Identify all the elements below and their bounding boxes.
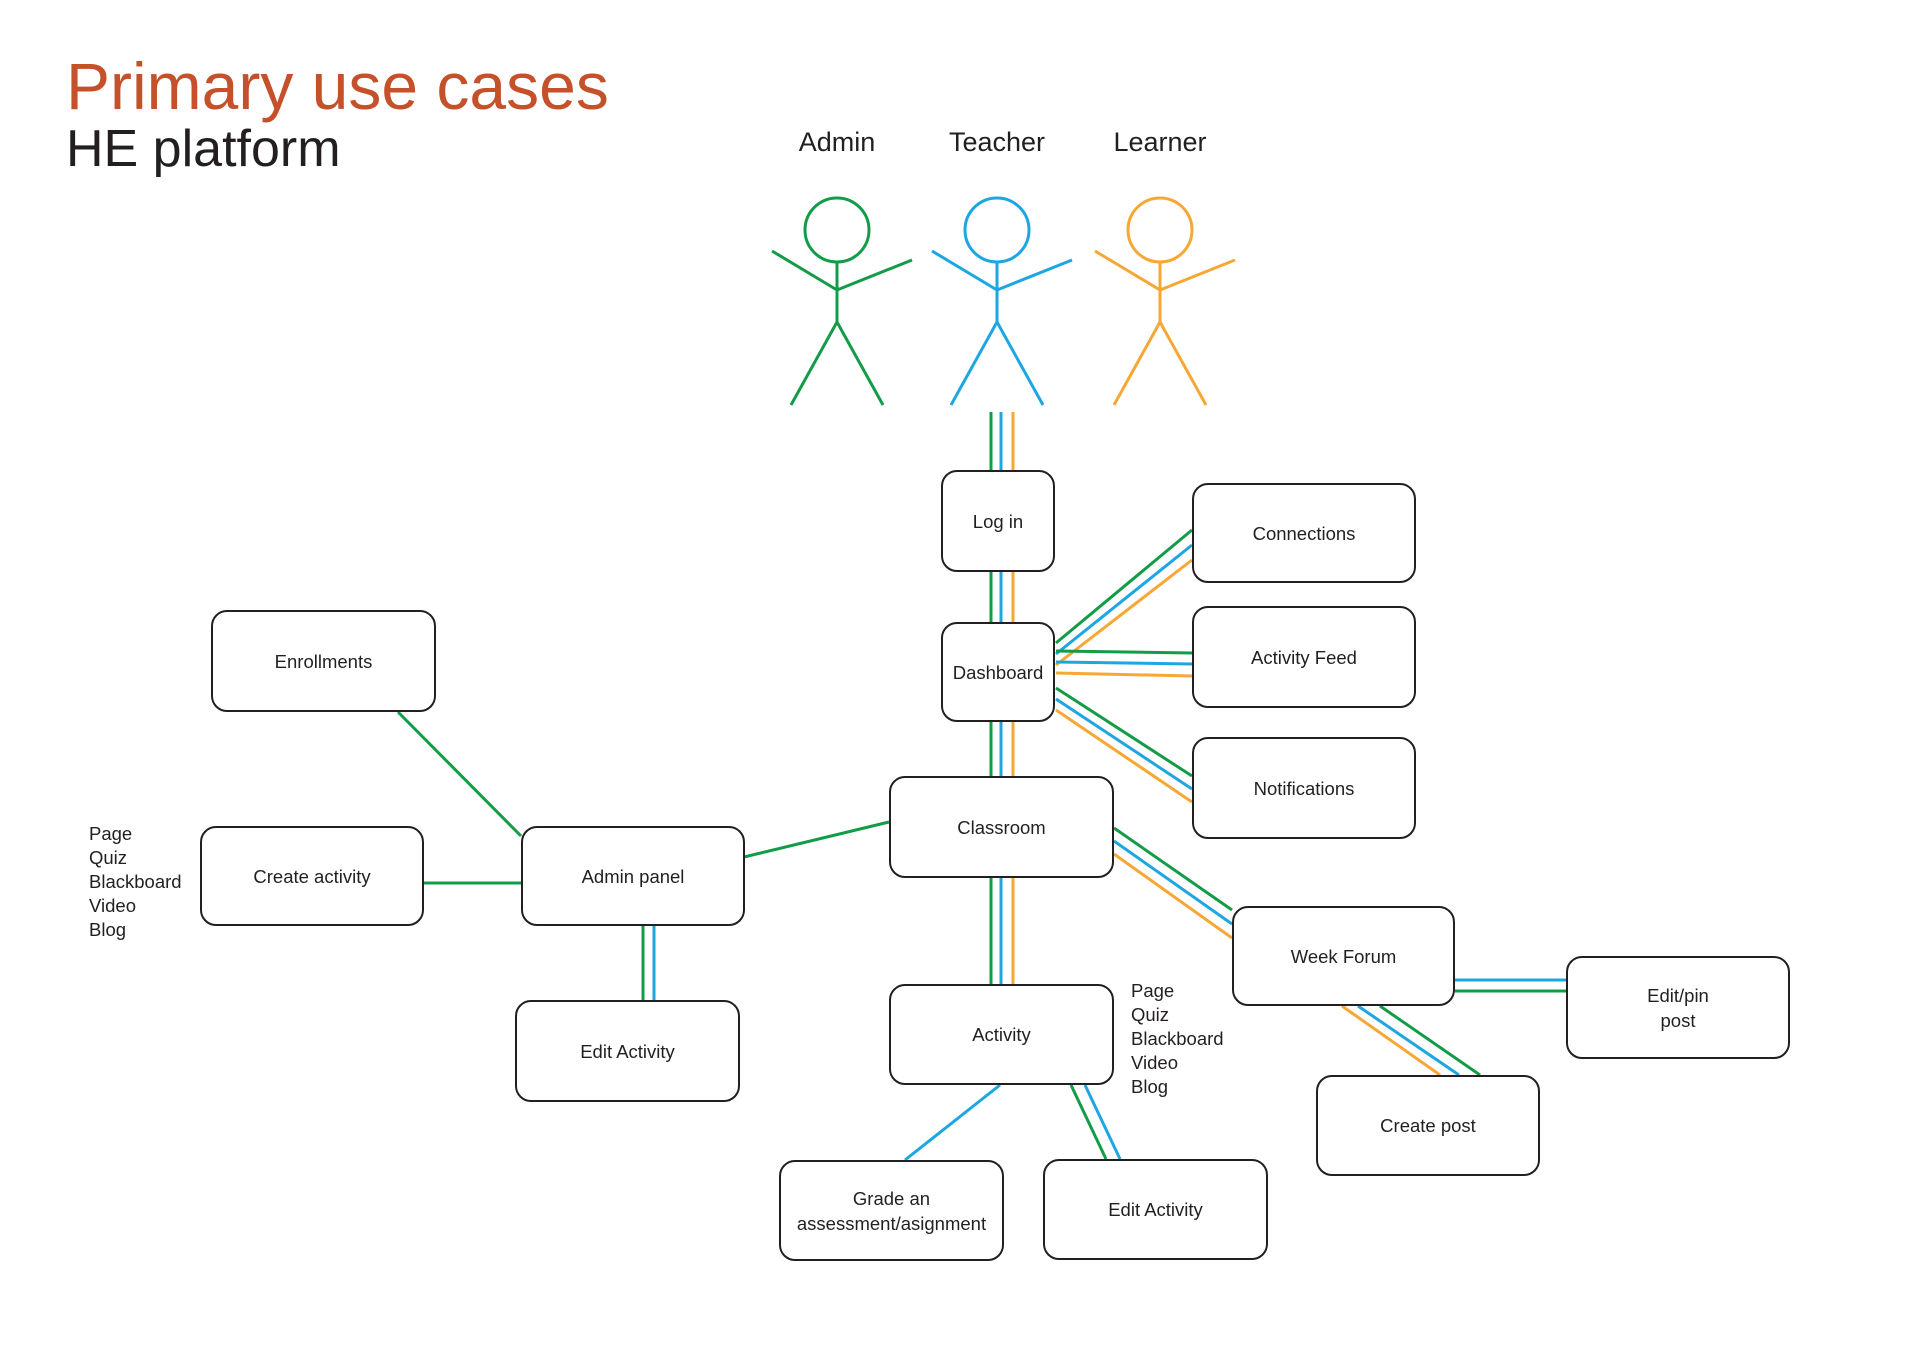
use-case-classroom[interactable]: Classroom	[889, 776, 1114, 878]
learner-actor-figure	[1094, 196, 1236, 406]
actor-label-learner: Learner	[1113, 127, 1207, 157]
use-case-activity-feed[interactable]: Activity Feed	[1192, 606, 1416, 708]
use-case-edit-pin-post[interactable]: Edit/pin post	[1566, 956, 1790, 1059]
diagram-subtitle: HE platform	[66, 120, 341, 178]
dashboard-to-activity-feed-lines	[1055, 649, 1193, 678]
use-case-week-forum[interactable]: Week Forum	[1232, 906, 1455, 1006]
use-case-enrollments[interactable]: Enrollments	[211, 610, 436, 712]
dashboard-to-connections-lines	[1055, 528, 1193, 667]
use-case-admin-panel[interactable]: Admin panel	[521, 826, 745, 926]
use-case-edit-activity[interactable]: Edit Activity	[1043, 1159, 1268, 1260]
week-forum-to-create-post-lines	[1341, 1004, 1481, 1077]
week-forum-to-edit-pin-post-lines	[1455, 978, 1566, 993]
use-case-activity[interactable]: Activity	[889, 984, 1114, 1085]
classroom-to-week-forum-lines	[1113, 826, 1233, 940]
use-case-create-activity[interactable]: Create activity	[200, 826, 424, 926]
teacher-actor-figure	[931, 196, 1073, 406]
use-case-dashboard[interactable]: Dashboard	[941, 622, 1055, 722]
admin-panel-to-edit-activity-lines	[641, 926, 656, 1000]
classroom-to-activity-lines	[989, 878, 1015, 984]
actor-label-teacher: Teacher	[948, 127, 1046, 157]
use-case-create-post[interactable]: Create post	[1316, 1075, 1540, 1176]
classroom-to-admin-panel-line	[743, 820, 890, 859]
use-case-edit-activity-admin[interactable]: Edit Activity	[515, 1000, 740, 1102]
activity-types-note-right: Page Quiz Blackboard Video Blog	[1131, 980, 1224, 1097]
dashboard-to-notifications-lines	[1055, 686, 1193, 804]
dashboard-to-classroom-lines	[989, 722, 1015, 776]
activity-types-note-left: Page Quiz Blackboard Video Blog	[89, 823, 182, 940]
enrollments-to-admin-panel-line	[396, 710, 523, 838]
activity-to-grade-line	[904, 1083, 1001, 1162]
use-case-grade-assessment[interactable]: Grade an assessment/asignment	[779, 1160, 1004, 1261]
use-case-login[interactable]: Log in	[941, 470, 1055, 572]
use-case-notifications[interactable]: Notifications	[1192, 737, 1416, 839]
login-to-dashboard-lines	[989, 572, 1015, 622]
admin-actor-figure	[771, 196, 913, 406]
activity-to-edit-activity-lines	[1069, 1084, 1122, 1160]
actor-label-admin: Admin	[798, 127, 876, 157]
actors-to-login-lines	[989, 412, 1015, 470]
use-case-connections[interactable]: Connections	[1192, 483, 1416, 583]
diagram-title: Primary use cases	[66, 49, 609, 123]
